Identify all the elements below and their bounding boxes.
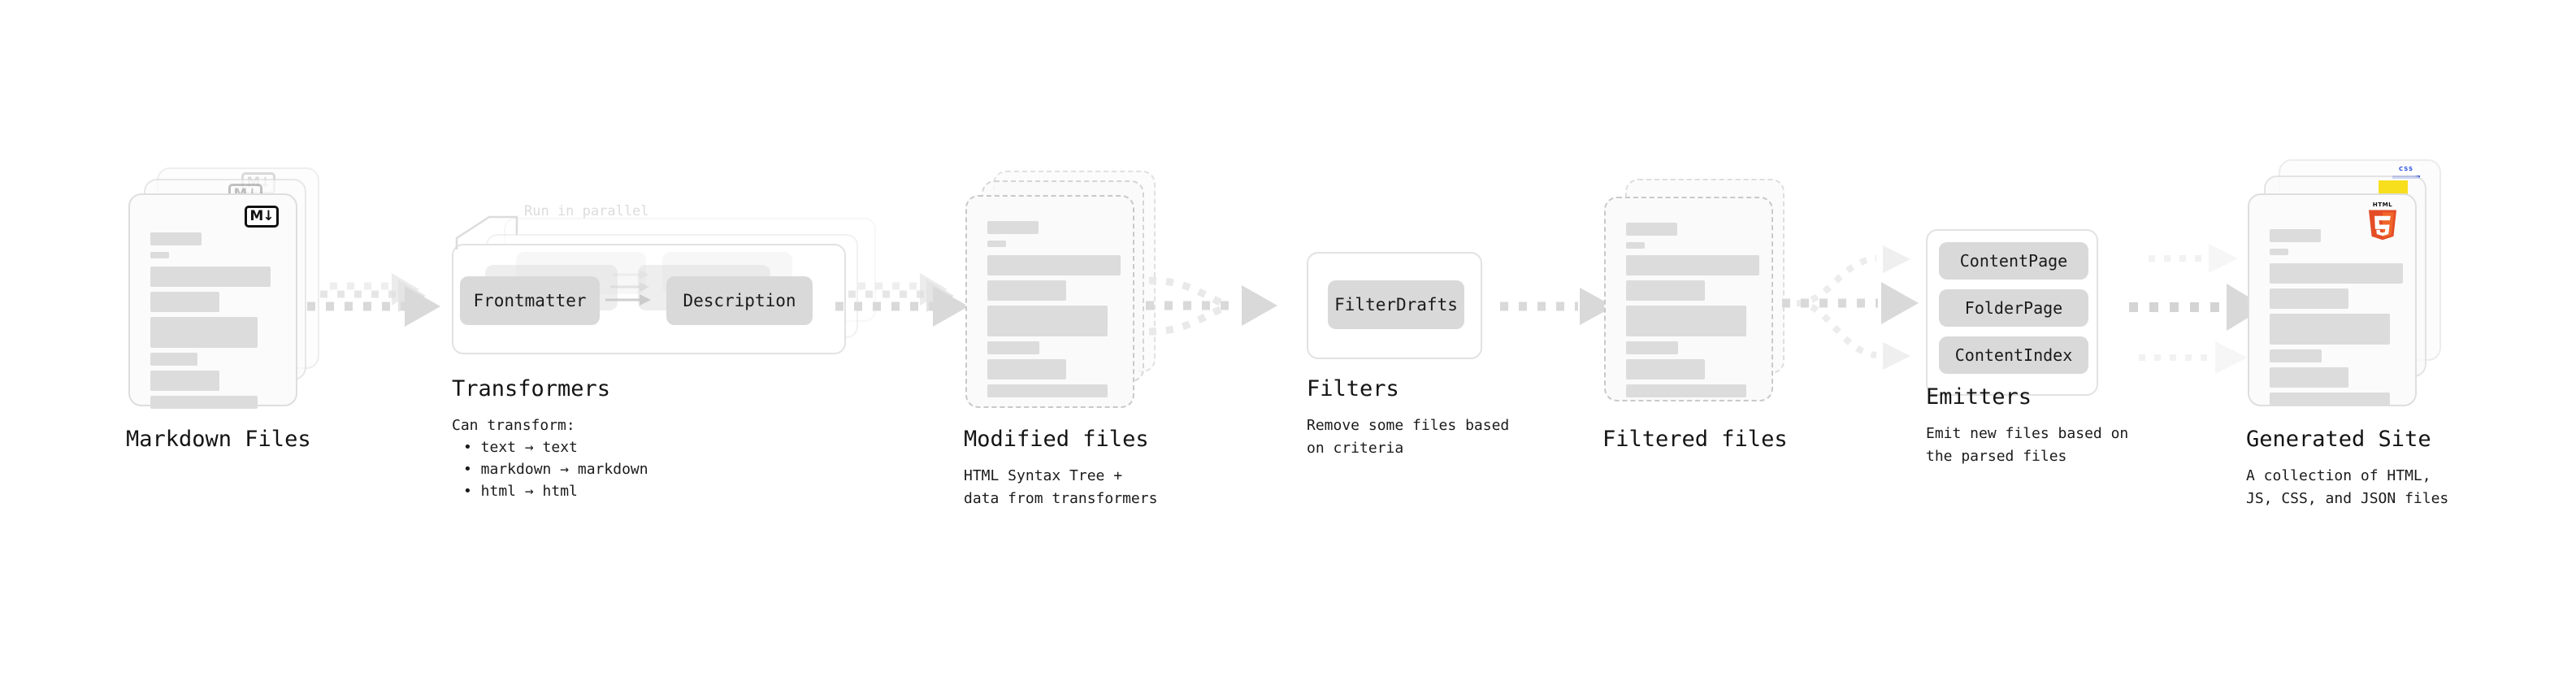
skeleton-bar — [150, 353, 197, 366]
skeleton-bar — [150, 317, 258, 348]
emitters-pill-folderpage-label: FolderPage — [1964, 298, 2063, 318]
skeleton-bar — [1626, 306, 1746, 336]
skeleton-bar — [2270, 349, 2322, 362]
skeleton-bar — [987, 306, 1108, 336]
modified-files-subtitle: HTML Syntax Tree + data from transformer… — [964, 467, 1158, 507]
transformers-bullet-1: • markdown → markdown — [463, 461, 648, 478]
arrow-filters-to-filtered — [1500, 288, 1614, 325]
transformer-pill-description[interactable]: Description — [666, 276, 813, 325]
filters-pill-filterdrafts[interactable]: FilterDrafts — [1328, 280, 1464, 329]
run-in-parallel-label: Run in parallel — [524, 203, 649, 219]
skeleton-bar — [987, 280, 1066, 301]
arrow-filtered-to-emitters — [1782, 245, 1919, 370]
skeleton-bar — [150, 232, 202, 245]
js-badge — [2379, 180, 2408, 197]
skeleton-bar — [987, 341, 1039, 354]
stage-title-transformers: Transformers — [452, 376, 611, 401]
skeleton-bar — [987, 255, 1121, 275]
skeleton-bar — [1626, 384, 1746, 397]
stage-title-generated-site: Generated Site — [2246, 427, 2431, 452]
emitters-pill-contentindex-label: ContentIndex — [1954, 345, 2073, 365]
emitters-pill-contentpage[interactable]: ContentPage — [1939, 242, 2088, 280]
skeleton-bar — [150, 252, 169, 258]
skeleton-bar — [2270, 288, 2348, 309]
run-in-parallel-leader — [455, 215, 518, 249]
arrow-emitters-to-site — [2129, 244, 2266, 374]
arrow-transformers-to-modified — [835, 273, 969, 327]
skeleton-bar — [987, 241, 1006, 247]
filters-subtitle: Remove some files based on criteria — [1307, 417, 1510, 457]
emitters-pill-folderpage[interactable]: FolderPage — [1939, 289, 2088, 327]
skeleton-bar — [2270, 393, 2390, 406]
stage-title-filters: Filters — [1307, 376, 1399, 401]
emitters-pill-contentindex[interactable]: ContentIndex — [1939, 336, 2088, 374]
transformers-bullet-0: • text → text — [463, 439, 578, 456]
transformer-pill-description-label: Description — [683, 291, 796, 310]
transformers-subtitle: Can transform: — [452, 417, 575, 434]
filters-panel: FilterDrafts — [1307, 252, 1482, 359]
skeleton-bar — [1626, 255, 1759, 275]
emitters-panel: ContentPage FolderPage ContentIndex — [1926, 229, 2098, 396]
stage-title-filtered-files: Filtered files — [1602, 427, 1788, 452]
skeleton-bar — [2270, 367, 2348, 388]
skeleton-bar — [1626, 359, 1705, 380]
skeleton-bar — [1626, 223, 1677, 236]
filters-pill-filterdrafts-label: FilterDrafts — [1334, 295, 1458, 314]
skeleton-bar — [2270, 249, 2288, 255]
skeleton-bar — [987, 221, 1039, 234]
generated-site-subtitle: A collection of HTML, JS, CSS, and JSON … — [2246, 467, 2449, 507]
skeleton-bar — [150, 396, 258, 409]
skeleton-bar — [150, 267, 271, 287]
skeleton-bar — [1626, 341, 1678, 354]
skeleton-bar — [150, 371, 219, 391]
transformer-inner-arrows — [605, 270, 651, 306]
skeleton-bar — [2270, 314, 2390, 345]
skeleton-bar — [1626, 242, 1645, 249]
markdown-card-front — [128, 193, 297, 409]
skeleton-bar — [1626, 280, 1705, 301]
emitters-subtitle: Emit new files based on the parsed files — [1926, 425, 2129, 465]
modified-card-front — [965, 195, 1134, 408]
skeleton-bar — [987, 384, 1108, 397]
transformers-bullet-2: • html → html — [463, 483, 578, 500]
html5-icon: HTML — [2368, 201, 2397, 241]
skeleton-bar — [2270, 229, 2321, 242]
skeleton-bar — [987, 359, 1066, 380]
markdown-badge-front: M↓ — [245, 206, 279, 228]
arrow-modified-to-filters — [1146, 276, 1277, 336]
stage-title-markdown-files: Markdown Files — [126, 427, 311, 452]
skeleton-bar — [150, 292, 219, 312]
emitters-pill-contentpage-label: ContentPage — [1959, 251, 2068, 271]
filtered-card-front — [1604, 197, 1773, 401]
transformer-pill-frontmatter[interactable]: Frontmatter — [460, 276, 600, 325]
transformer-pill-frontmatter-label: Frontmatter — [473, 291, 587, 310]
arrow-markdown-to-transformers — [307, 273, 440, 327]
stage-title-emitters: Emitters — [1926, 384, 2032, 410]
svg-text:HTML: HTML — [2373, 201, 2392, 208]
skeleton-bar — [2270, 263, 2403, 284]
stage-title-modified-files: Modified files — [964, 427, 1149, 452]
